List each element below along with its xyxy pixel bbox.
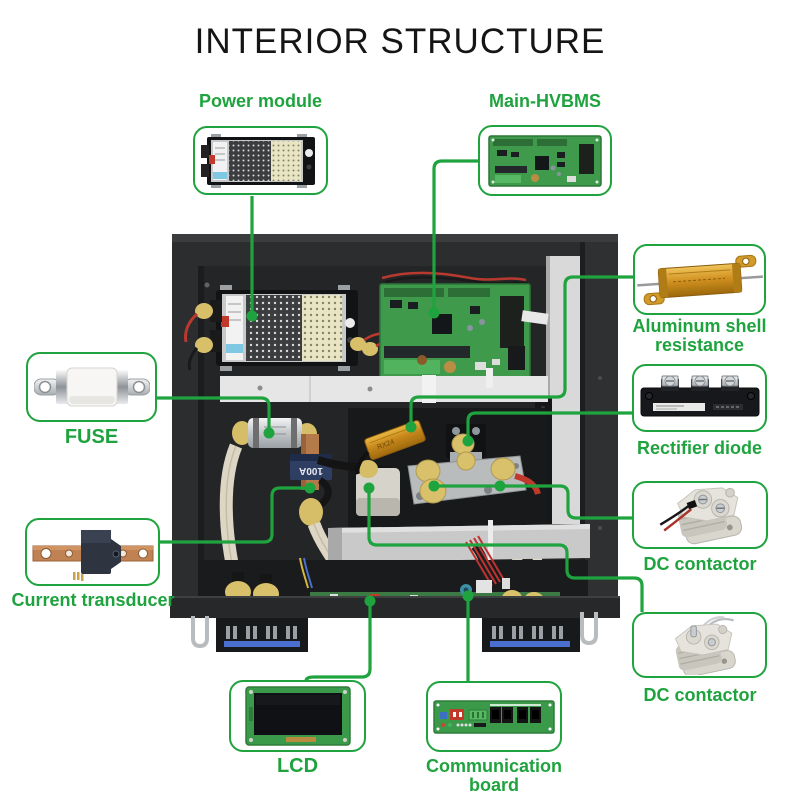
fuse-box: [26, 352, 157, 422]
dc-contactor-top-label: DC contactor: [643, 554, 757, 574]
aluminum-shell-resistance-thumb: [636, 254, 763, 305]
dc-contactor-bottom-thumb: [674, 616, 736, 675]
rectifier-diode-thumb: [640, 375, 759, 417]
current-transducer-thumb: [32, 530, 153, 581]
power-module-photo: [184, 285, 401, 371]
dc-contactor-bottom-box: [632, 612, 767, 678]
main-hvbms-box: [478, 125, 612, 196]
rectifier-diode-box: [632, 364, 767, 432]
main-hvbms-thumb: [488, 134, 602, 187]
main-hvbms-label: Main-HVBMS: [489, 91, 601, 111]
lcd-box: [229, 680, 366, 752]
current-transducer-box: [25, 518, 160, 586]
main-hvbms-photo: [379, 271, 549, 379]
interior-photo: 100A RX24: [170, 228, 620, 658]
communication-board-thumb: [433, 699, 555, 734]
fuse-thumb: [33, 367, 150, 407]
dc-contactor-top-box: [632, 481, 768, 549]
aluminum-shell-resistance-box: [633, 244, 766, 315]
page-title: INTERIOR STRUCTURE: [194, 22, 606, 61]
communication-board-box: [426, 681, 562, 752]
lcd-thumb: [244, 686, 351, 746]
current-transducer-label: Current transducer: [11, 590, 175, 610]
communication-board-label: Communication board: [425, 756, 562, 795]
power-module-label: Power module: [198, 91, 323, 111]
dc-contactor-bottom-label: DC contactor: [643, 685, 757, 705]
enclosure-illustration: 100A RX24: [170, 234, 620, 652]
fuse-label: FUSE: [64, 426, 119, 448]
dc-contactor-top-thumb: [659, 487, 743, 545]
lcd-label: LCD: [276, 755, 319, 777]
front-rail: [170, 596, 620, 652]
rectifier-diode-label: Rectifier diode: [636, 438, 763, 458]
transducer-rating-text: 100A: [299, 465, 323, 476]
power-module-thumb: [200, 133, 315, 188]
power-module-box: [193, 126, 328, 195]
aluminum-shell-resistance-label: Aluminum shell resistance: [632, 316, 767, 355]
